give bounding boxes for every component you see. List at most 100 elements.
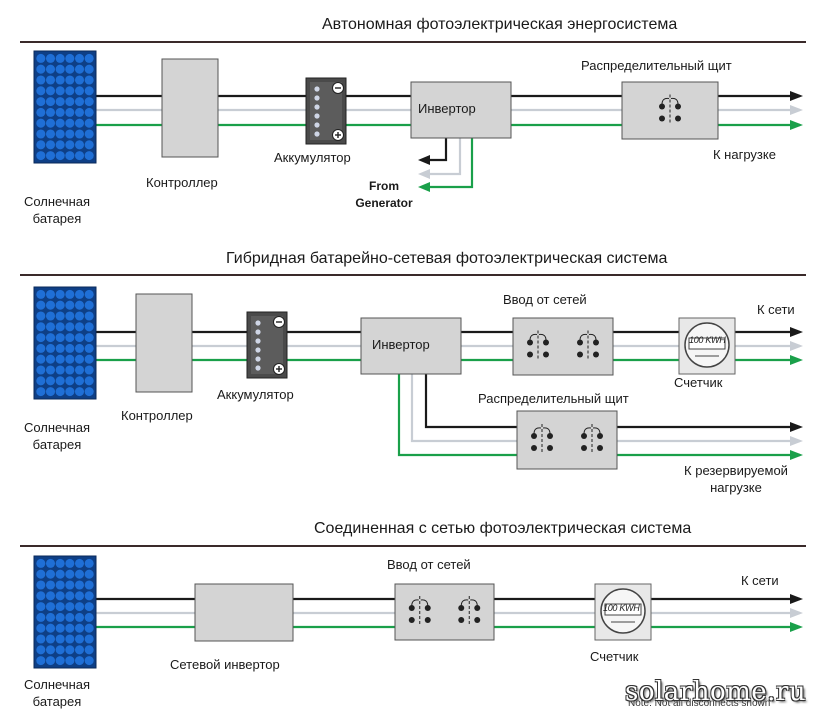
battery-cell [255, 329, 261, 335]
solar-cell [55, 376, 65, 386]
solar-cell [65, 612, 75, 622]
solar-cell [74, 591, 85, 601]
solar-cell [45, 322, 56, 332]
solar-cell [55, 86, 65, 96]
solar-cell [84, 569, 94, 579]
solar-cell [74, 580, 85, 590]
watermark: solarhome.ru [625, 677, 807, 707]
solar-cell [45, 387, 56, 397]
solar-cell [84, 623, 94, 633]
arrow-backup-green [790, 450, 803, 460]
solar-cell [84, 322, 94, 332]
solar-cell [74, 645, 85, 655]
inverter-2 [360, 317, 462, 375]
controller-1 [161, 58, 219, 158]
battery-cell [314, 122, 320, 128]
grid-label-3: К сети [741, 573, 779, 588]
battery-cell [314, 113, 320, 119]
solar-cell [45, 53, 56, 63]
solar-cell [84, 300, 94, 310]
solar-cell [55, 343, 65, 353]
solar-cell [45, 602, 56, 612]
solar-cell [45, 333, 56, 343]
breaker-contact [543, 339, 549, 346]
section-1-title: Автономная фотоэлектрическая энергосисте… [322, 16, 678, 33]
solar-cell [55, 623, 65, 633]
solar-cell [36, 333, 46, 343]
solar-panel-3 [33, 555, 97, 669]
controller-label-2: Контроллер [121, 408, 193, 423]
breaker-arc [583, 427, 592, 435]
arrow-backup-gray [790, 436, 803, 446]
distribution-panel-label-2: Распределительный щит [478, 391, 629, 406]
arrow-gen-gray [418, 169, 430, 179]
meter-2 [678, 317, 736, 375]
solar-cell [45, 365, 56, 375]
breaker-arc [533, 427, 542, 435]
breaker-arc [588, 333, 597, 341]
components [33, 50, 736, 669]
solar-cell [55, 387, 65, 397]
solar-cell [65, 333, 75, 343]
breaker-arc [592, 427, 601, 435]
solar-cell [45, 107, 56, 117]
battery-cell [314, 86, 320, 92]
solar-cell [45, 86, 56, 96]
solar-cell [55, 289, 65, 299]
arrow-gray-2 [790, 341, 803, 351]
solar-cell [65, 580, 75, 590]
breaker-contact [408, 617, 415, 623]
solar-cell [65, 322, 75, 332]
battery-cell [314, 131, 320, 137]
solar-cell [36, 354, 46, 364]
solar-cell [36, 602, 46, 612]
solar-cell [84, 107, 94, 117]
solar-cell [74, 300, 85, 310]
breaker-contact [547, 445, 553, 451]
solar-cell [65, 376, 75, 386]
solar-cell [74, 129, 85, 139]
solar-cell [45, 634, 56, 644]
solar-cell [36, 343, 46, 353]
solar-cell [45, 376, 56, 386]
solar-cell [65, 623, 75, 633]
solar-cell [45, 569, 56, 579]
meter-label-3: Счетчик [590, 649, 639, 664]
solar-cell [36, 97, 46, 107]
solar-cell [55, 602, 65, 612]
solar-cell [84, 118, 94, 128]
solar-cell [65, 97, 75, 107]
backup-load-label: К резервируемой нагрузке [684, 463, 788, 495]
solar-cell [65, 129, 75, 139]
inverter-label-2: Инвертор [372, 337, 430, 352]
solar-cell [84, 580, 94, 590]
solar-cell [74, 354, 85, 364]
solar-cell [36, 387, 46, 397]
solar-cell [84, 656, 94, 666]
solar-cell [84, 289, 94, 299]
solar-cell [36, 365, 46, 375]
solar-cell [45, 623, 56, 633]
solar-cell [74, 311, 85, 321]
solar-cell [55, 612, 65, 622]
solar-cell [55, 569, 65, 579]
battery-label-1: Аккумулятор [274, 150, 351, 165]
solar-cell [65, 387, 75, 397]
solar-cell [36, 580, 46, 590]
panel-box [394, 583, 495, 641]
solar-cell [65, 602, 75, 612]
solar-cell [36, 591, 46, 601]
solar-cell [55, 118, 65, 128]
solar-cell [45, 580, 56, 590]
breaker-contact [527, 351, 533, 358]
solar-cell [45, 75, 56, 85]
solar-cell [74, 64, 85, 74]
solar-cell [36, 376, 46, 386]
solar-cell [45, 311, 56, 321]
solar-cell [45, 97, 56, 107]
solar-cell [65, 107, 75, 117]
solar-cell [65, 64, 75, 74]
meter-display-3: 100 KWH [603, 603, 640, 613]
solar-cell [74, 97, 85, 107]
wire-gen-black [424, 138, 448, 162]
